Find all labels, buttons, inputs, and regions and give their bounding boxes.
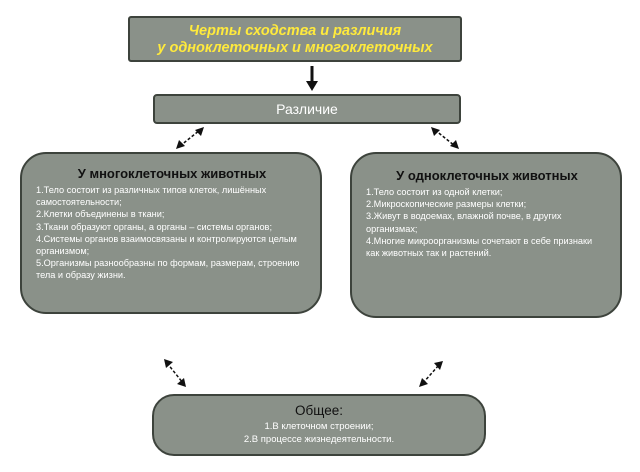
list-item: 2.Клетки объединены в ткани; xyxy=(36,209,165,220)
list-item: 4.Системы органов взаимосвязаны и контро… xyxy=(36,233,297,257)
down-arrow-icon xyxy=(306,66,318,91)
title-box: Черты сходства и различия у одноклеточны… xyxy=(128,16,462,62)
difference-label: Различие xyxy=(276,101,338,117)
multicellular-box: У многоклеточных животных 1.Тело состоит… xyxy=(20,152,322,314)
list-item: 4.Многие микроорганизмы сочетают в себе … xyxy=(366,235,593,259)
list-item: 2.Микроскопические размеры клетки; xyxy=(366,199,527,210)
list-item: 1.В клеточном строении; xyxy=(264,421,374,432)
double-arrow-icon xyxy=(176,127,204,149)
title-line-2: у одноклеточных и многоклеточных xyxy=(157,40,433,56)
double-arrow-icon xyxy=(164,359,186,387)
unicellular-heading: У одноклеточных животных xyxy=(396,168,578,183)
double-arrow-icon xyxy=(431,127,459,149)
list-item: 3.Ткани образуют органы, а органы – сист… xyxy=(36,221,272,232)
list-item: 3.Живут в водоемах, влажной почве, в дру… xyxy=(366,211,562,234)
double-arrow-icon xyxy=(419,361,443,387)
list-item: 1.Тело состоит из одной клетки; xyxy=(366,187,503,197)
common-heading: Общее: xyxy=(295,403,343,418)
list-item: 1.Тело состоит из различных типов клеток… xyxy=(36,185,267,208)
title-line-1: Черты сходства и различия xyxy=(188,23,402,39)
list-item: 5.Организмы разнообразны по формам, разм… xyxy=(36,258,300,281)
unicellular-box: У одноклеточных животных 1.Тело состоит … xyxy=(350,152,622,318)
common-box: Общее: 1.В клеточном строении; 2.В проце… xyxy=(152,394,486,456)
multicellular-heading: У многоклеточных животных xyxy=(77,166,267,181)
difference-box: Различие xyxy=(153,94,461,124)
list-item: 2.В процессе жизнедеятельности. xyxy=(243,433,395,445)
